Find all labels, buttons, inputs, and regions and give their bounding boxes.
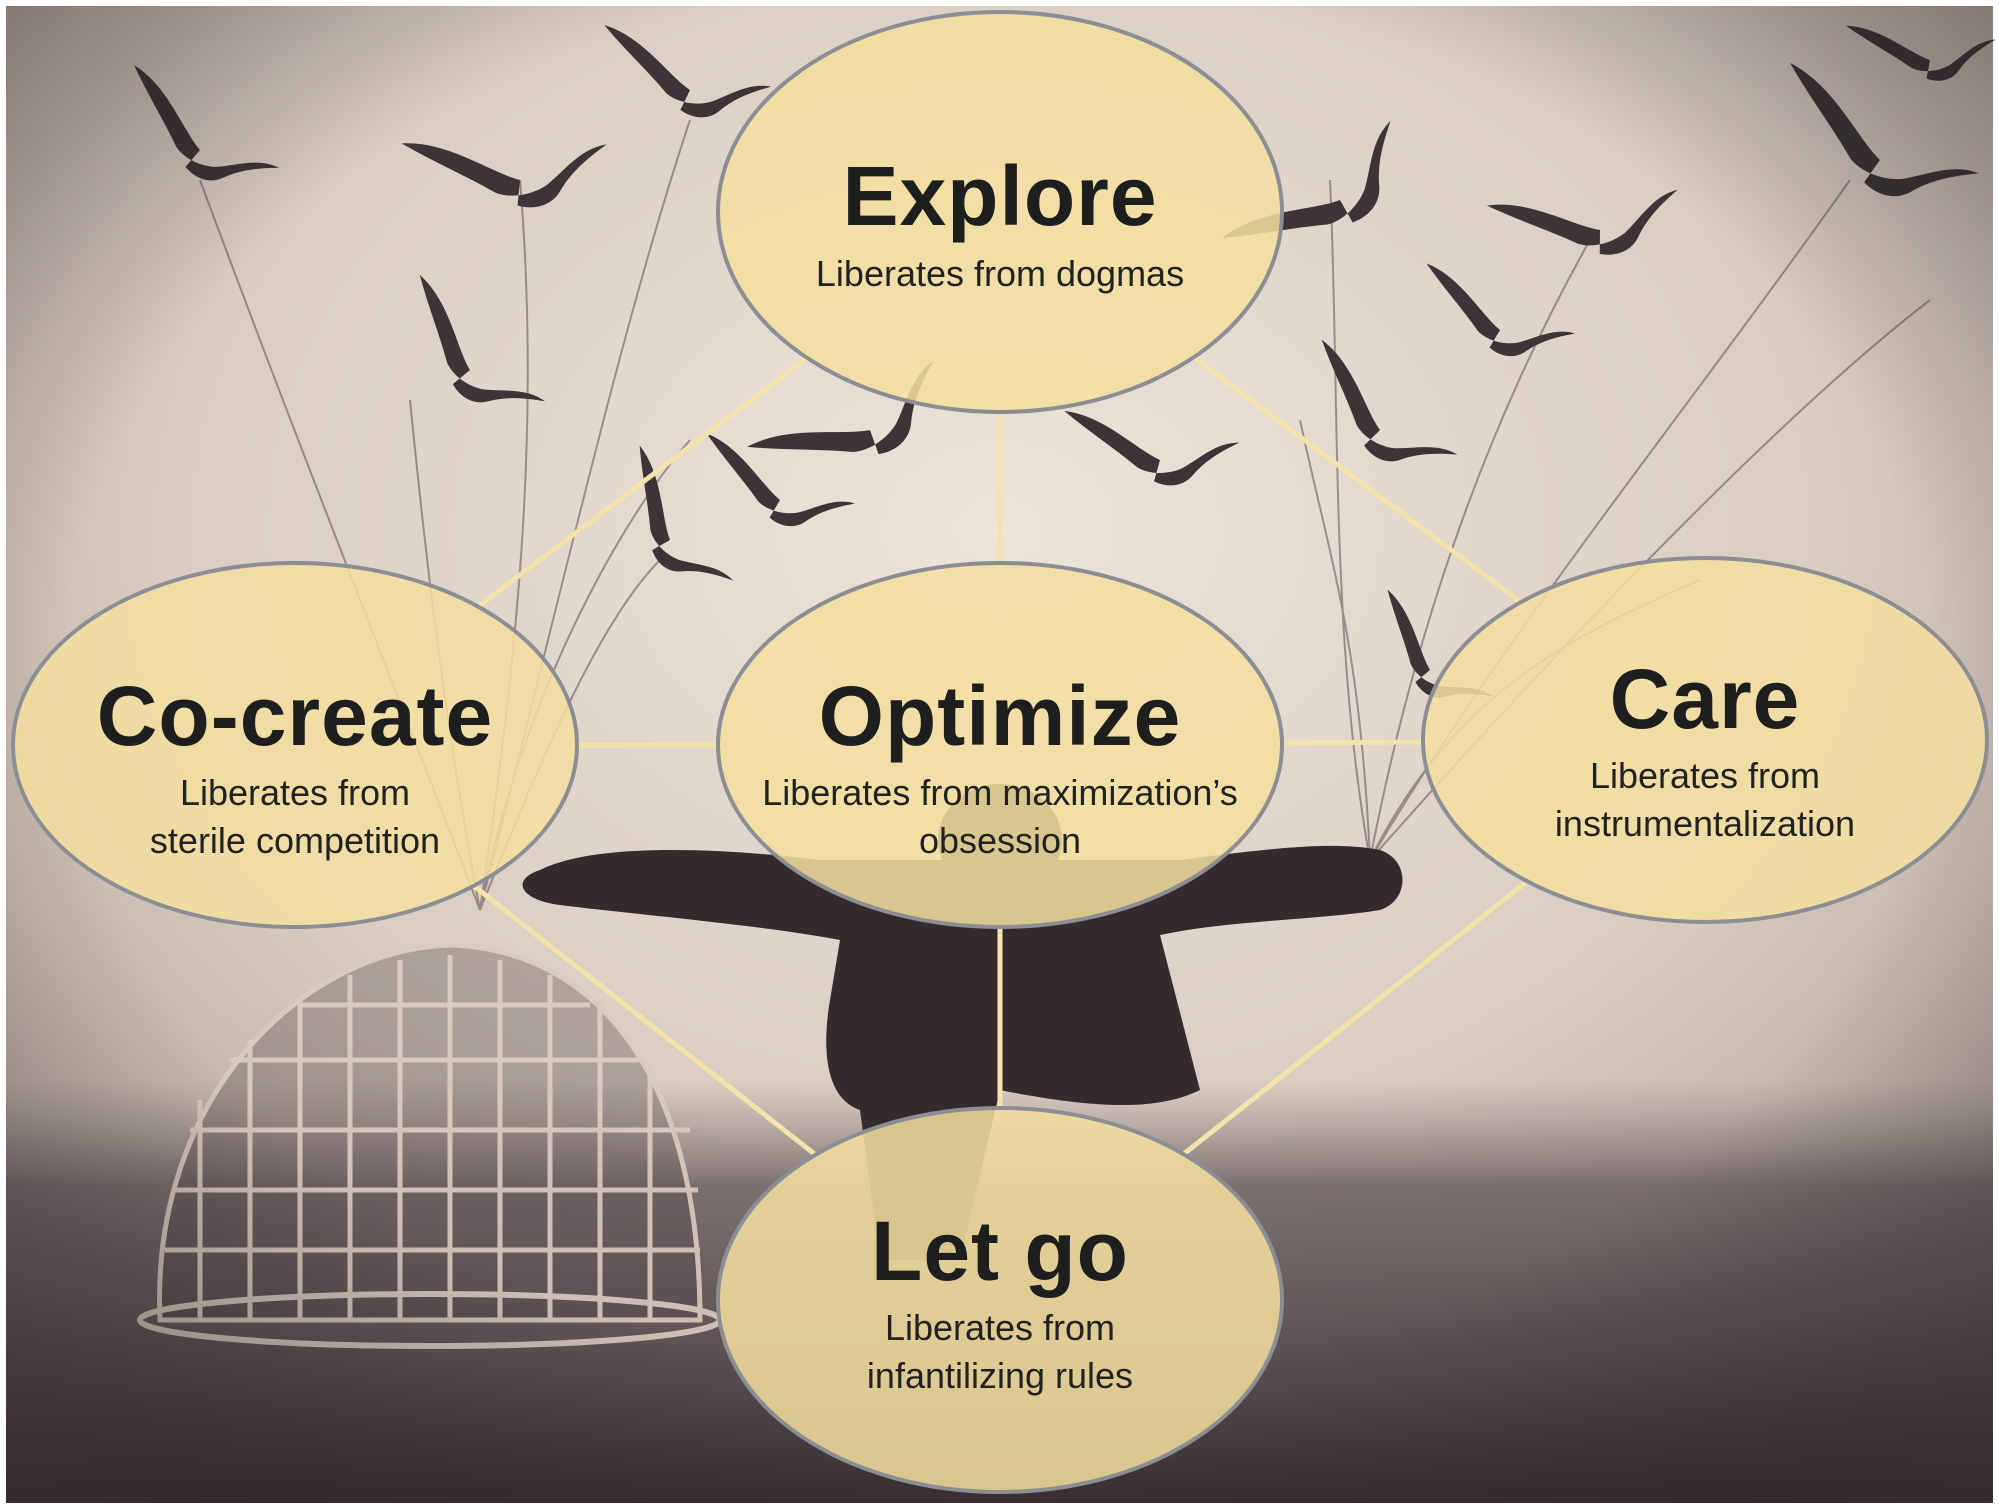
connector-explore-co-create	[476, 355, 809, 609]
connector-optimize-care	[1281, 739, 1424, 746]
node-co-create	[11, 561, 579, 929]
connector-explore-care	[1192, 355, 1523, 605]
node-layer	[11, 10, 1989, 1494]
node-explore	[716, 10, 1284, 414]
node-optimize	[716, 561, 1284, 929]
node-let-go	[716, 1106, 1284, 1494]
connector-co-create-let-go	[472, 883, 818, 1157]
connector-care-let-go	[1181, 879, 1529, 1157]
connector-layer	[472, 355, 1529, 1157]
node-care	[1421, 556, 1989, 924]
